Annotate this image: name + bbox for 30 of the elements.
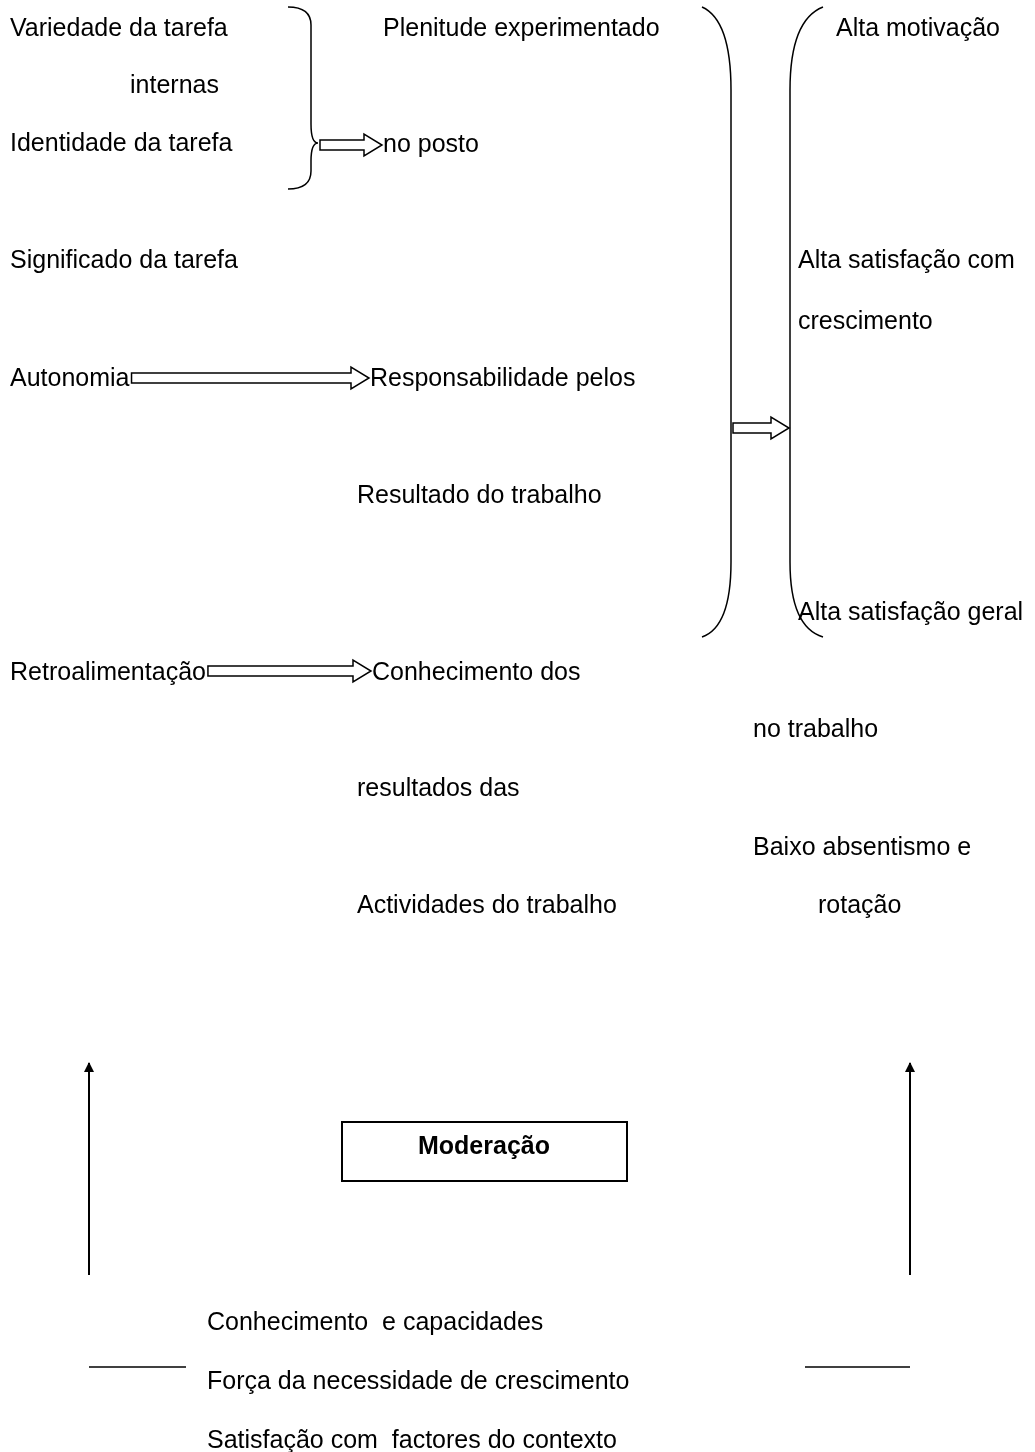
text-label: Força da necessidade de crescimento — [207, 1365, 630, 1395]
node-text: Conhecimento dos — [372, 656, 581, 686]
hollow-arrow — [207, 658, 373, 684]
text-label: Alta satisfação com — [798, 244, 1015, 274]
text-label: rotação — [818, 889, 902, 919]
node-text: Autonomia — [10, 362, 130, 392]
bracket — [701, 6, 733, 638]
hollow-arrow — [319, 132, 384, 158]
brace — [287, 6, 320, 190]
text-label: Resultado do trabalho — [357, 479, 602, 509]
text-label: Plenitude experimentado — [383, 12, 660, 42]
text-label: Alta motivação — [836, 12, 1000, 42]
text-label: Baixo absentismo e — [753, 831, 972, 861]
text-label: Variedade da tarefa — [10, 12, 228, 42]
node-text: Responsabilidade pelos — [370, 362, 636, 392]
text-label: Conhecimento e capacidades — [207, 1306, 544, 1336]
text-label: Actividades do trabalho — [357, 889, 617, 919]
text-label: Significado da tarefa — [10, 244, 238, 274]
text-label: no trabalho — [753, 713, 879, 743]
moderation-box — [341, 1121, 628, 1182]
node-text: no posto — [383, 128, 479, 158]
text-label: Alta satisfação geral — [798, 596, 1024, 626]
box-title: Moderação — [418, 1130, 550, 1160]
hollow-arrow — [732, 415, 791, 441]
text-label: internas — [130, 69, 219, 99]
text-label: resultados das — [357, 772, 520, 802]
text-label: Identidade da tarefa — [10, 127, 233, 157]
node-text: Retroalimentação — [10, 656, 206, 686]
hollow-arrow — [130, 365, 371, 391]
text-label: crescimento — [798, 305, 933, 335]
